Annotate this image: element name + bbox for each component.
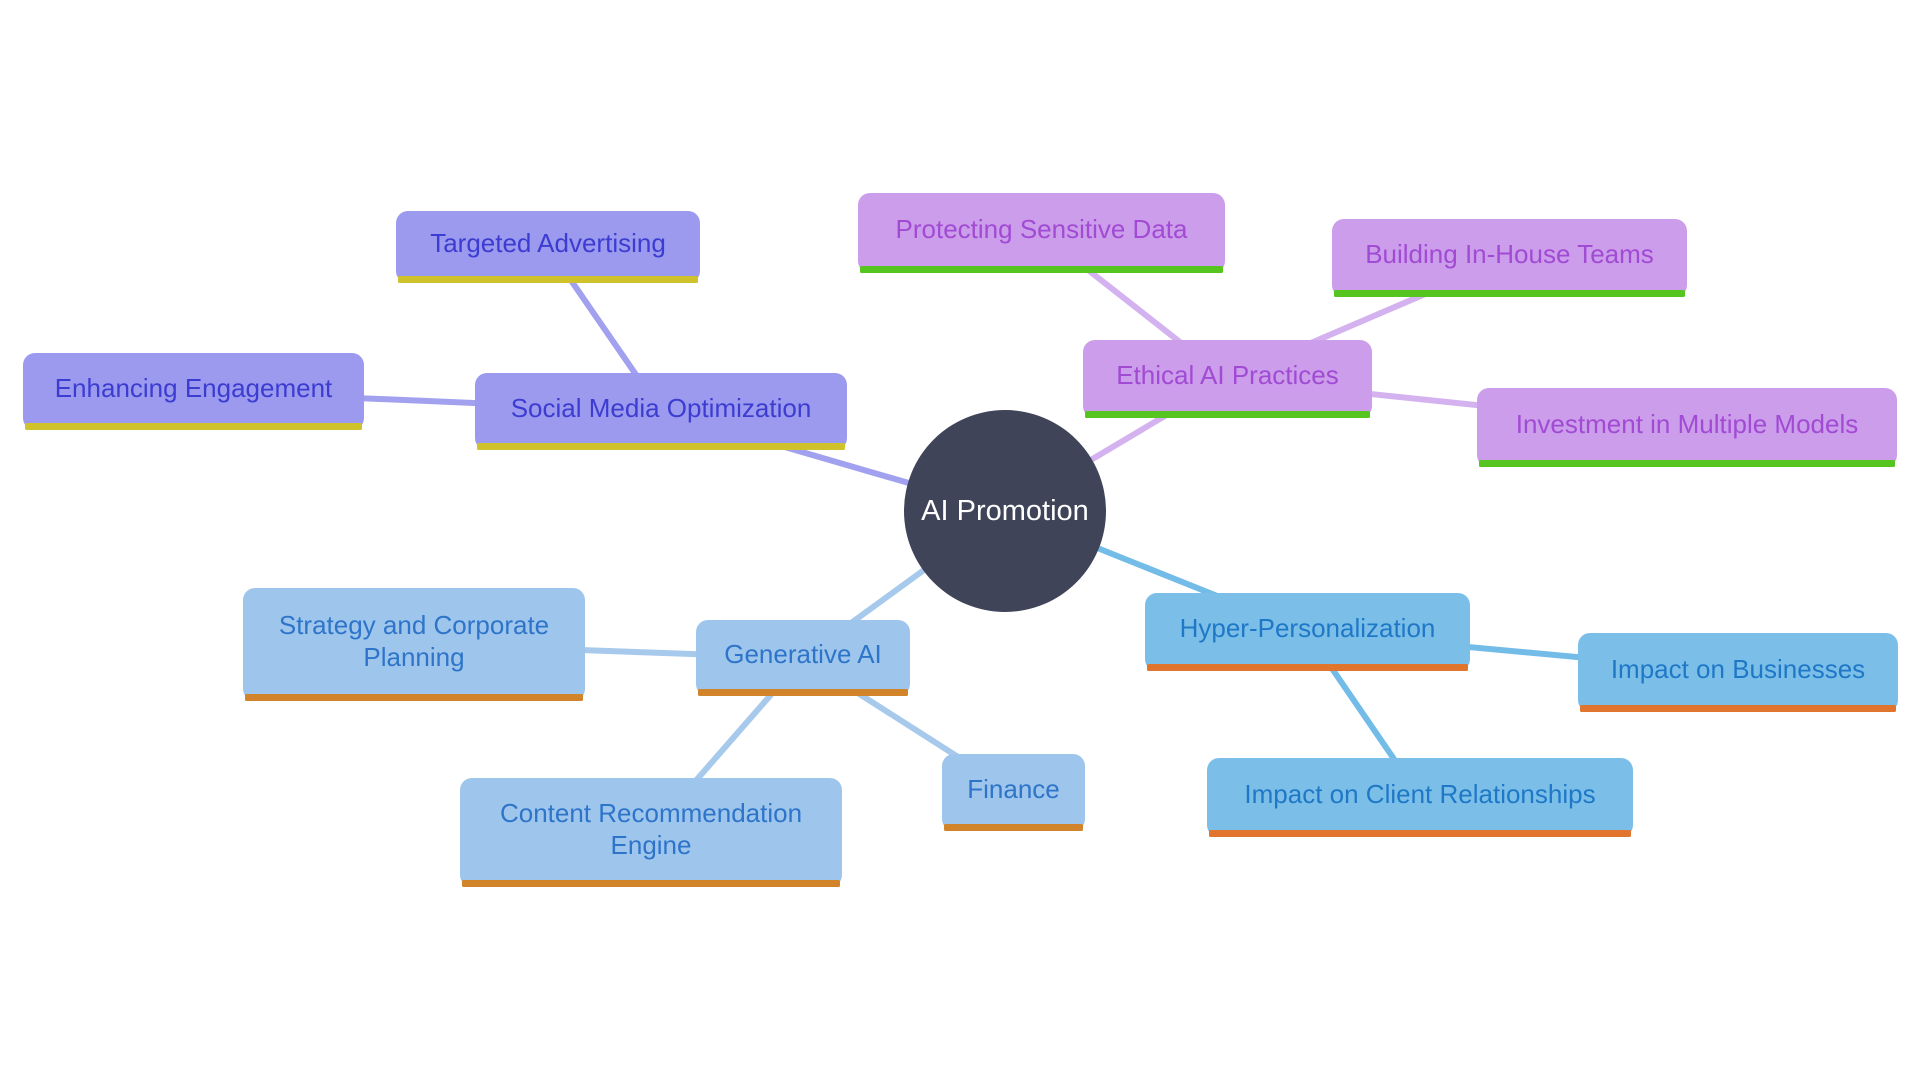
node-label: Impact on Client Relationships [1244, 778, 1596, 809]
node-ethical-ai-practices[interactable]: Ethical AI Practices [1083, 340, 1372, 418]
node-label: Strategy and Corporate Planning [278, 609, 550, 673]
node-underline [860, 266, 1223, 273]
node-generative-ai[interactable]: Generative AI [696, 620, 910, 696]
node-underline [698, 689, 908, 696]
node-label: Finance [967, 773, 1060, 804]
node-label: Ethical AI Practices [1116, 360, 1339, 391]
node-label: Protecting Sensitive Data [895, 214, 1188, 245]
node-underline [1147, 664, 1468, 671]
node-label: Hyper-Personalization [1179, 613, 1436, 644]
node-label: Impact on Businesses [1610, 653, 1866, 684]
node-label: Generative AI [724, 639, 882, 670]
node-underline [25, 423, 362, 430]
node-social-media-optimization[interactable]: Social Media Optimization [475, 373, 847, 450]
node-underline [462, 880, 840, 887]
node-label: Targeted Advertising [430, 228, 666, 259]
center-node-label: AI Promotion [921, 494, 1089, 527]
node-targeted-advertising[interactable]: Targeted Advertising [396, 211, 700, 283]
node-underline [245, 694, 583, 701]
node-investment-in-multiple-models[interactable]: Investment in Multiple Models [1477, 388, 1897, 467]
node-label: Social Media Optimization [510, 392, 812, 423]
node-underline [477, 443, 845, 450]
node-label: Enhancing Engagement [54, 372, 333, 403]
node-strategy-and-corporate-planning[interactable]: Strategy and Corporate Planning [243, 588, 585, 701]
node-label: Content Recommendation Engine [499, 797, 803, 861]
node-label: Investment in Multiple Models [1515, 408, 1859, 439]
node-label: Building In-House Teams [1365, 239, 1654, 270]
node-underline [1334, 290, 1685, 297]
node-ai-promotion[interactable]: AI Promotion [904, 410, 1106, 612]
node-building-in-house-teams[interactable]: Building In-House Teams [1332, 219, 1687, 297]
node-enhancing-engagement[interactable]: Enhancing Engagement [23, 353, 364, 430]
node-impact-on-businesses[interactable]: Impact on Businesses [1578, 633, 1898, 712]
node-underline [1479, 460, 1895, 467]
node-content-recommendation-engine[interactable]: Content Recommendation Engine [460, 778, 842, 887]
node-underline [1209, 830, 1631, 837]
node-impact-on-client-relationships[interactable]: Impact on Client Relationships [1207, 758, 1633, 837]
node-protecting-sensitive-data[interactable]: Protecting Sensitive Data [858, 193, 1225, 273]
node-finance[interactable]: Finance [942, 754, 1085, 831]
node-underline [1085, 411, 1370, 418]
node-underline [398, 276, 698, 283]
node-hyper-personalization[interactable]: Hyper-Personalization [1145, 593, 1470, 671]
node-underline [944, 824, 1083, 831]
node-underline [1580, 705, 1896, 712]
